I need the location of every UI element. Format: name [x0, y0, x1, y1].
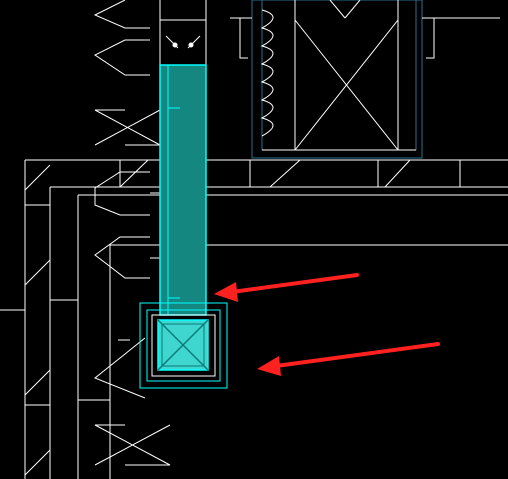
window-diag-4	[344, 0, 361, 19]
selected-column[interactable]	[159, 64, 207, 316]
window-frame	[230, 0, 500, 159]
stirrup-1	[93, 0, 150, 29]
hatch-6	[384, 159, 411, 188]
cap-dot-2	[188, 42, 194, 48]
stirrup-5	[94, 337, 146, 399]
column-cap	[159, 20, 207, 65]
stirrup-2	[94, 39, 150, 76]
hatch-7	[119, 159, 149, 188]
cross-1b	[94, 109, 161, 146]
stirrup-4	[94, 236, 150, 279]
arrow-left-icon	[214, 273, 359, 302]
hatch-3	[24, 369, 51, 396]
hatch-5	[269, 159, 301, 188]
annotation-arrows	[214, 273, 440, 376]
cross-2b	[94, 424, 171, 466]
hook-right	[422, 17, 435, 59]
stirrup-3	[94, 171, 150, 216]
base-box-inner	[161, 323, 205, 367]
hook-left	[239, 17, 252, 59]
window-diag-2	[294, 19, 399, 151]
base-frame-2	[146, 309, 221, 382]
window-outer	[251, 0, 423, 159]
window-diag-3	[329, 0, 346, 19]
arrow-left-icon	[257, 342, 440, 376]
base-frame-3	[151, 314, 216, 377]
selected-base-box[interactable]	[139, 302, 228, 389]
hatch-4	[24, 449, 51, 476]
hatch-1	[24, 164, 51, 191]
insulation-squiggle	[260, 9, 274, 137]
rebar-symbols	[93, 0, 171, 466]
base-outer-frame	[139, 302, 228, 389]
hatch-2	[24, 259, 51, 286]
base-box-diag-2	[157, 319, 209, 371]
selected-column-body	[159, 64, 207, 316]
cap-dot-1	[172, 42, 178, 48]
